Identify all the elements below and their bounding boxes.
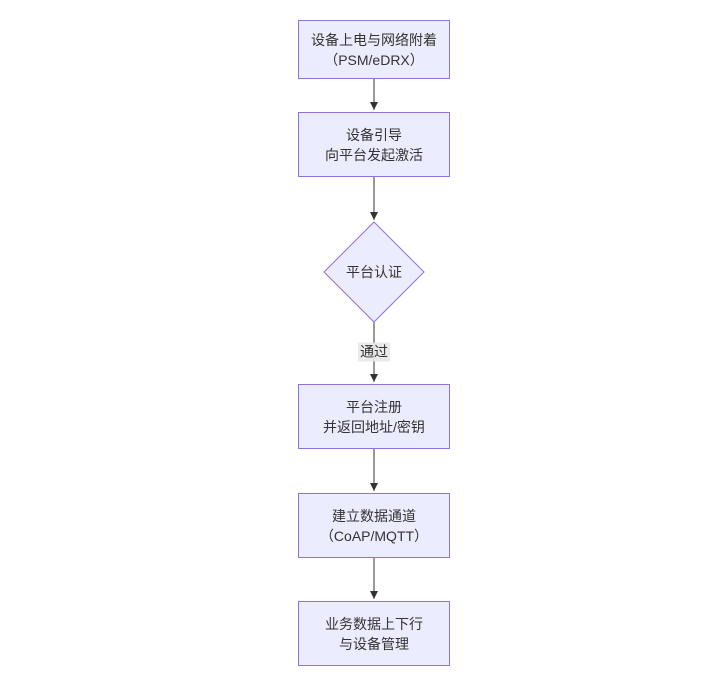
edge-label-pass: 通过 [358,342,390,362]
node-auth-label: 平台认证 [346,264,402,280]
node-power-attach-line2: （PSM/eDRX） [324,51,424,68]
node-power-attach-line1: 设备上电与网络附着 [311,31,437,48]
node-business-data-line1: 业务数据上下行 [325,615,423,632]
node-data-channel-line1: 建立数据通道 [332,507,416,524]
node-register-line1: 平台注册 [346,398,402,415]
node-data-channel-line2: （CoAP/MQTT） [319,527,429,544]
node-register-line2: 并返回地址/密钥 [323,418,425,435]
node-data-channel: 建立数据通道 （CoAP/MQTT） [298,493,450,558]
node-register: 平台注册 并返回地址/密钥 [298,384,450,449]
node-bootstrap-line2: 向平台发起激活 [325,146,423,163]
node-business-data-line2: 与设备管理 [339,635,409,652]
node-business-data: 业务数据上下行 与设备管理 [298,601,450,666]
decision-diamond-shape [323,221,425,323]
node-bootstrap-line1: 设备引导 [346,126,402,143]
node-bootstrap: 设备引导 向平台发起激活 [298,112,450,177]
node-power-attach: 设备上电与网络附着 （PSM/eDRX） [298,20,450,79]
